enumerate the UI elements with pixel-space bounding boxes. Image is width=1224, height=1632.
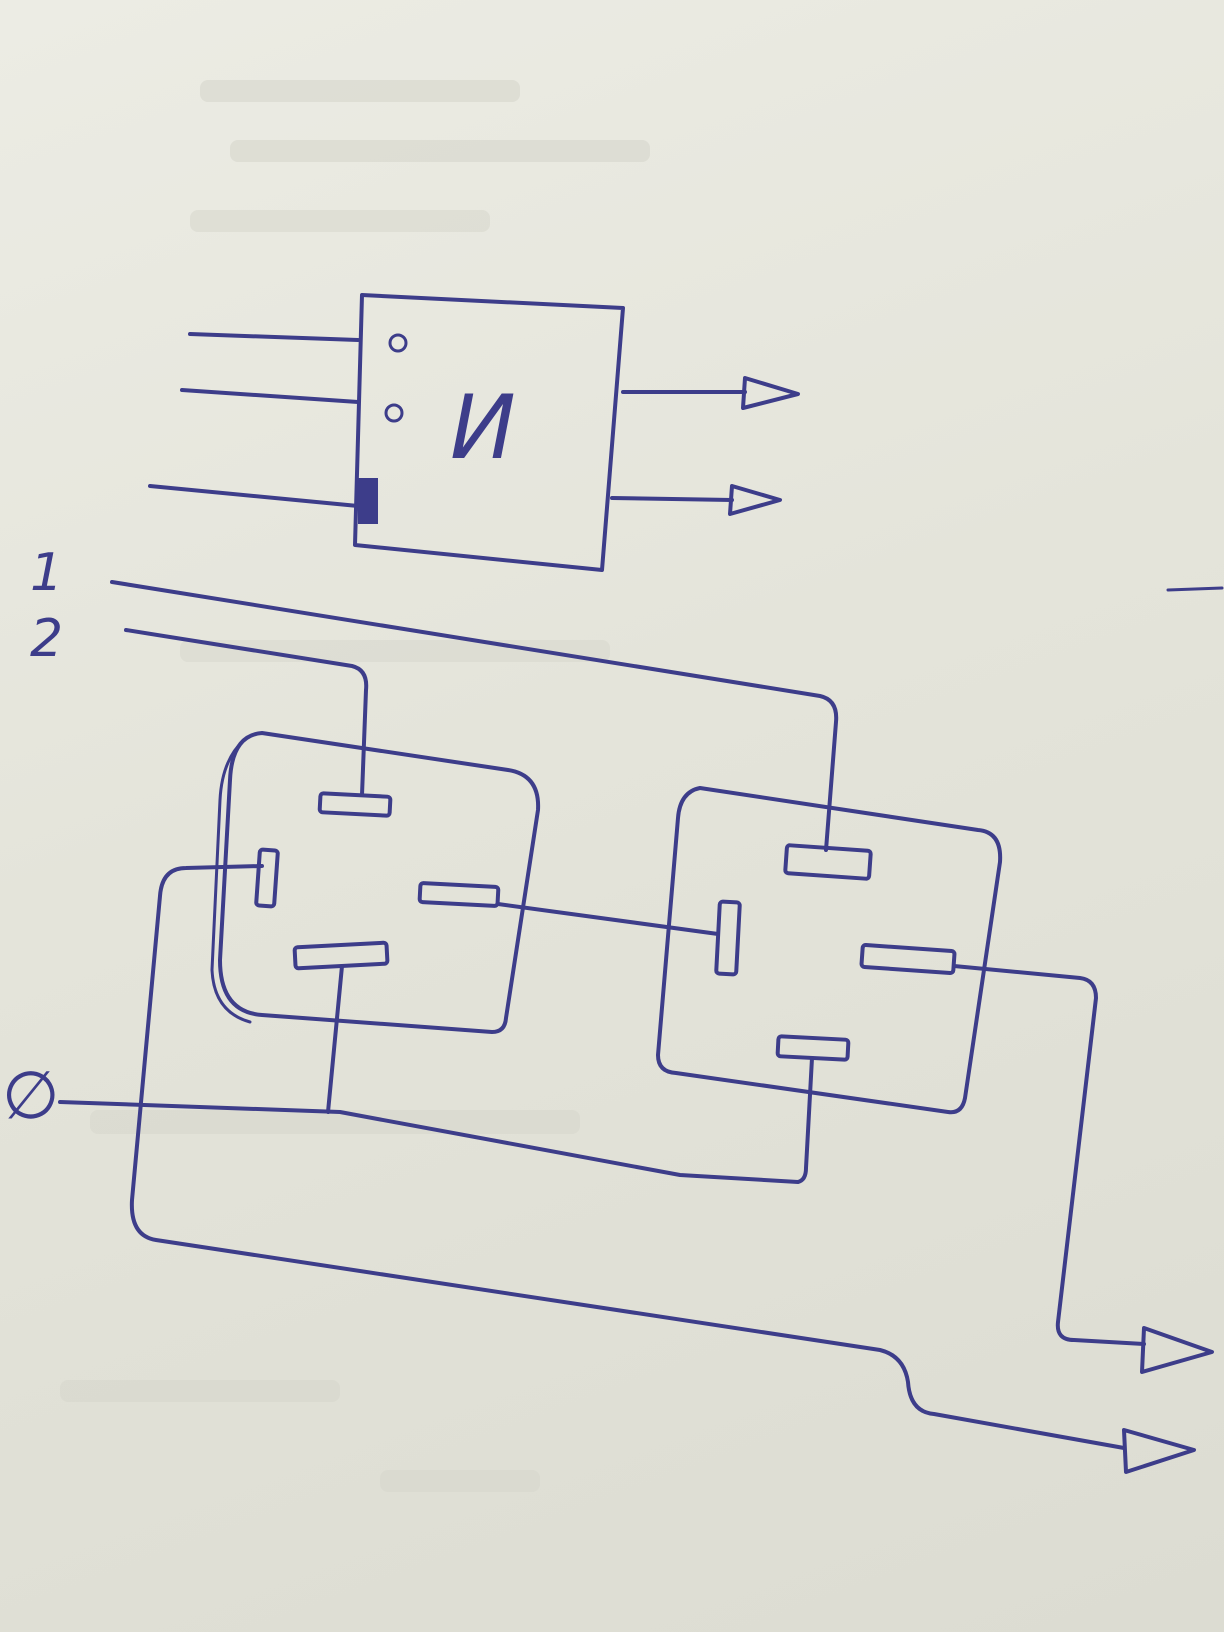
contact-pad-right bbox=[859, 943, 957, 975]
switch-module-right bbox=[656, 786, 1003, 1115]
wire-ground-bus bbox=[58, 1056, 814, 1184]
gate-output-2-wire bbox=[610, 496, 734, 502]
wire-to-output-bottom bbox=[129, 864, 1126, 1450]
inversion-bubble-1 bbox=[388, 333, 408, 353]
ground-symbol: ∅ bbox=[2, 1057, 60, 1134]
wiring bbox=[58, 580, 1224, 1474]
bleed-through-texture bbox=[60, 80, 650, 1492]
gate-input-1-wire bbox=[188, 332, 360, 342]
module-double-line bbox=[210, 738, 252, 1024]
contact-pad-right bbox=[417, 881, 501, 908]
stray-stroke bbox=[1166, 586, 1224, 592]
wire-to-output-right bbox=[952, 964, 1146, 1346]
inversion-bubble-2 bbox=[384, 403, 404, 423]
filled-input-marker bbox=[358, 478, 378, 524]
gate-input-3-wire bbox=[148, 484, 360, 508]
wire-left-bottom-to-ground bbox=[326, 964, 344, 1114]
wire-module-link bbox=[496, 902, 720, 936]
contact-pad-top bbox=[317, 791, 393, 818]
gate-body bbox=[353, 293, 625, 572]
contact-pad-left bbox=[254, 847, 280, 909]
module-body bbox=[218, 731, 541, 1034]
input-label-1: 1 bbox=[30, 543, 63, 603]
output-arrow-icon bbox=[728, 484, 782, 516]
switch-module-left bbox=[210, 731, 541, 1034]
gate-label: И bbox=[450, 376, 516, 479]
and-gate-symbol: И bbox=[148, 293, 800, 572]
output-arrow-icon bbox=[1122, 1428, 1196, 1474]
module-body bbox=[656, 786, 1003, 1115]
wire-input-1 bbox=[110, 580, 839, 852]
input-label-2: 2 bbox=[30, 609, 63, 669]
gate-input-2-wire bbox=[180, 388, 360, 404]
contact-pad-left bbox=[714, 899, 742, 977]
contact-pad-top bbox=[783, 843, 873, 881]
wire-input-2 bbox=[124, 628, 369, 797]
output-arrow-icon bbox=[1140, 1326, 1214, 1374]
output-arrow-icon bbox=[741, 376, 800, 410]
